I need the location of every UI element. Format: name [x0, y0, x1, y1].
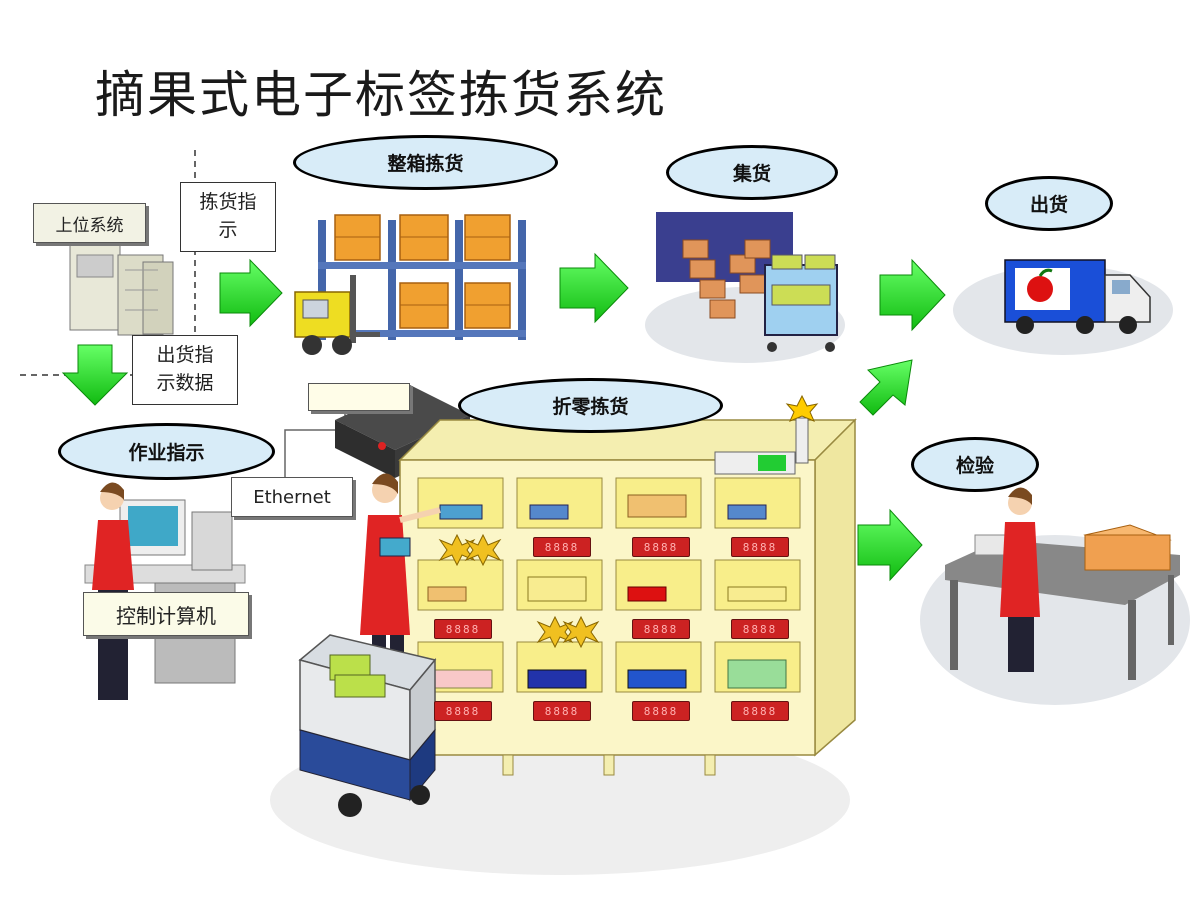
- digit-display: 8888: [632, 619, 690, 639]
- page-title: 摘果式电子标签拣货系统: [95, 66, 667, 124]
- digit-display: 8888: [731, 701, 789, 721]
- piece-picking-bubble: 折零拣货: [458, 378, 723, 433]
- consolidation-bubble: 集货: [666, 145, 838, 200]
- digit-display: 8888: [632, 701, 690, 721]
- pallet-rack: [318, 214, 526, 340]
- digit-display: 8888: [533, 537, 591, 557]
- digit-display: 8888: [533, 701, 591, 721]
- controller-tag: [308, 383, 410, 411]
- picking-cart: [298, 634, 437, 817]
- work-instruction-bubble: 作业指示: [58, 423, 275, 480]
- arrow-to-whole-case: [219, 258, 283, 328]
- host-system-label: 上位系统: [33, 203, 146, 243]
- picking-instruction-label: 拣货指 示: [180, 182, 276, 252]
- digit-display: 8888: [434, 619, 492, 639]
- shipping-bubble: 出货: [985, 176, 1113, 231]
- arrow-to-inspection: [857, 508, 923, 582]
- inspection-bubble: 检验: [911, 437, 1039, 492]
- digit-display: 8888: [731, 619, 789, 639]
- forklift: [294, 275, 380, 355]
- digit-display: 8888: [434, 701, 492, 721]
- arrow-up-to-consolidate: [859, 359, 913, 416]
- operator-inspection: [1000, 487, 1040, 672]
- server-cabinets: [69, 244, 174, 336]
- delivery-truck: [1004, 259, 1151, 334]
- digit-display: 8888: [632, 537, 690, 557]
- arrow-to-shipping: [879, 258, 946, 332]
- consolidation-scene: [656, 212, 838, 352]
- control-computer-label: 控制计算机: [83, 592, 249, 636]
- arrow-down-host: [61, 344, 129, 406]
- shipping-data-label: 出货指 示数据: [132, 335, 238, 405]
- whole-case-picking-bubble: 整箱拣货: [293, 135, 558, 190]
- arrow-to-consolidate: [559, 252, 629, 324]
- digit-display: 8888: [731, 537, 789, 557]
- ethernet-label: Ethernet: [231, 477, 353, 517]
